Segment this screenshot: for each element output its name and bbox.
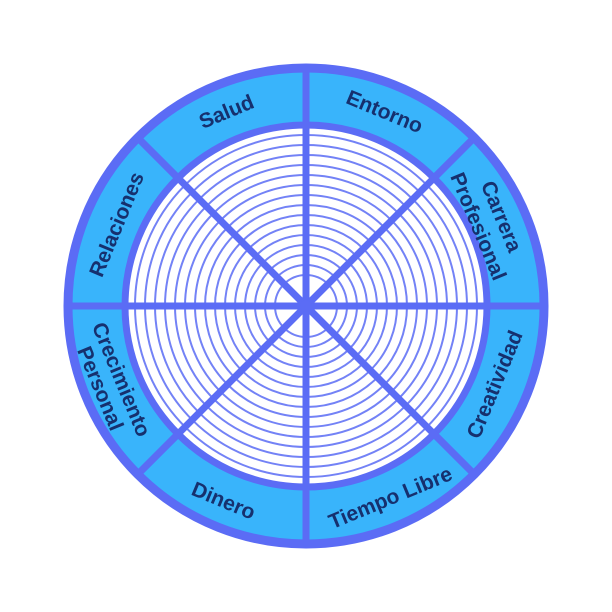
spoke [134, 302, 310, 478]
spoke [302, 134, 478, 310]
spokes [64, 64, 548, 548]
spoke [134, 134, 310, 310]
spoke [302, 302, 478, 478]
outer-ring [63, 63, 549, 549]
center-hub [300, 300, 312, 312]
